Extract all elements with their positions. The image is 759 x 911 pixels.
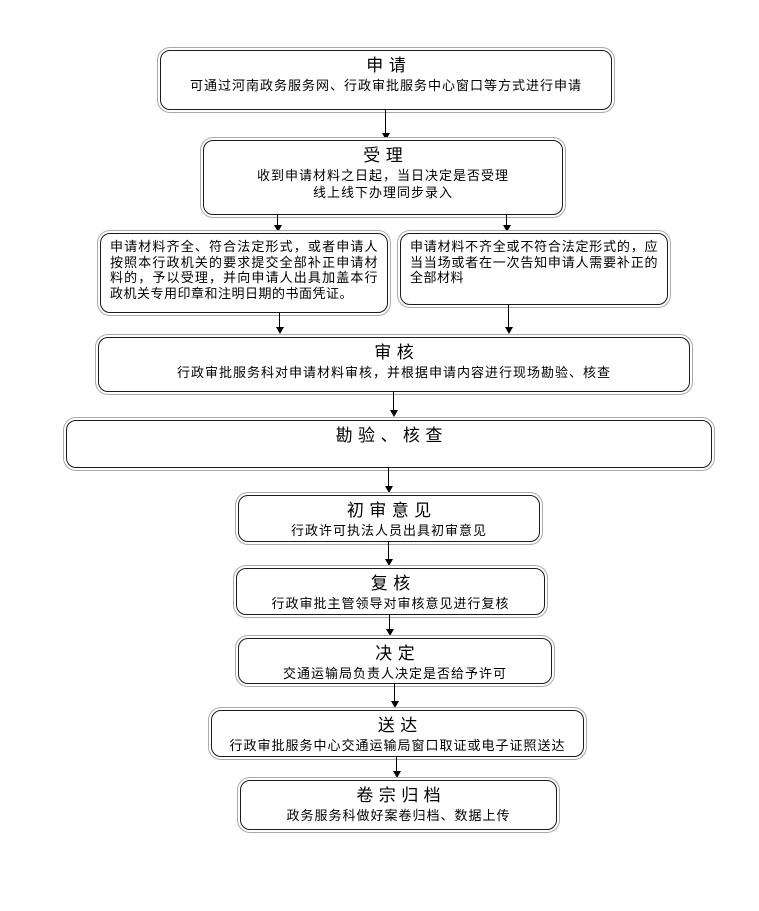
arrow-head-icon [273, 225, 282, 232]
node-archive-title: 卷宗归档 [356, 786, 447, 805]
flow-node-initial-opinion: 初审意见 行政许可执法人员出具初审意见 [238, 495, 540, 542]
node-initial-opinion-title: 初审意见 [346, 501, 437, 520]
flow-arrow-apply-accept [381, 110, 390, 140]
arrow-shaft [507, 305, 510, 327]
flow-node-materials-incomplete: 申请材料不齐全或不符合法定形式的，应当当场或者在一次告知申请人需要补正的全部材料 [400, 233, 668, 305]
node-accept-description-line1: 收到申请材料之日起，当日决定是否受理 [256, 168, 509, 183]
flow-arrow-inspect-initial [384, 468, 393, 493]
node-archive-description: 政务服务科做好案卷归档、数据上传 [286, 808, 511, 823]
flow-node-inspect: 勘验、核查 [66, 420, 712, 468]
arrow-shaft [387, 542, 390, 559]
node-delivery-description: 行政审批服务中心交通运输局窗口取证或电子证照送达 [229, 738, 566, 753]
flow-arrow-delivery-archive [392, 757, 401, 778]
arrow-shaft [276, 215, 279, 225]
flow-node-recheck: 复核 行政审批主管领导对审核意见进行复核 [236, 568, 545, 615]
flow-arrow-accept-complete [273, 215, 282, 232]
arrow-head-icon [392, 771, 401, 778]
node-materials-complete-text: 申请材料齐全、符合法定形式，或者申请人按照本行政机关的要求提交全部补正申请材料的… [110, 239, 378, 301]
flow-arrow-review-inspect [389, 392, 398, 417]
arrow-head-icon [504, 327, 513, 334]
node-decision-title: 决定 [375, 644, 421, 663]
node-decision-description: 交通运输局负责人决定是否给予许可 [282, 666, 507, 681]
flow-arrow-decision-delivery [390, 684, 399, 708]
flow-node-materials-complete: 申请材料齐全、符合法定形式，或者申请人按照本行政机关的要求提交全部补正申请材料的… [100, 233, 388, 313]
node-review-title: 审核 [374, 343, 420, 362]
arrow-shaft [392, 392, 395, 410]
arrow-shaft [387, 468, 390, 486]
node-accept-description-line2: 线上线下办理同步录入 [312, 185, 453, 200]
arrow-shaft [393, 684, 396, 701]
flow-node-decision: 决定 交通运输局负责人决定是否给予许可 [238, 638, 552, 684]
flow-node-accept: 受理 收到申请材料之日起，当日决定是否受理 线上线下办理同步录入 [203, 140, 563, 215]
node-accept-title: 受理 [363, 146, 409, 165]
arrow-shaft [388, 615, 391, 629]
flow-arrow-recheck-decision [385, 615, 394, 636]
flow-arrow-complete-review [275, 313, 284, 334]
node-apply-title: 申请 [366, 56, 412, 75]
node-initial-opinion-description: 行政许可执法人员出具初审意见 [290, 523, 487, 538]
node-apply-description: 可通过河南政务服务网、行政审批服务中心窗口等方式进行申请 [189, 78, 582, 93]
flow-node-delivery: 送达 行政审批服务中心交通运输局窗口取证或电子证照送达 [211, 710, 584, 757]
node-delivery-title: 送达 [377, 716, 423, 735]
flow-node-archive: 卷宗归档 政务服务科做好案卷归档、数据上传 [240, 780, 557, 830]
arrow-head-icon [384, 559, 393, 566]
arrow-shaft [505, 215, 508, 225]
flow-node-apply: 申请 可通过河南政务服务网、行政审批服务中心窗口等方式进行申请 [160, 50, 612, 110]
node-review-description: 行政审批服务科对申请材料审核，并根据申请内容进行现场勘验、核查 [176, 365, 611, 380]
flow-arrow-initial-recheck [384, 542, 393, 566]
flow-arrow-incomplete-review [504, 305, 513, 334]
arrow-shaft [278, 313, 281, 327]
arrow-head-icon [275, 327, 284, 334]
arrow-head-icon [389, 410, 398, 417]
node-recheck-title: 复核 [370, 574, 416, 593]
flow-arrow-accept-incomplete [502, 215, 511, 232]
arrow-head-icon [384, 486, 393, 493]
arrow-head-icon [390, 701, 399, 708]
arrow-head-icon [385, 629, 394, 636]
arrow-head-icon [381, 133, 390, 140]
arrow-shaft [384, 110, 387, 133]
arrow-head-icon [502, 225, 511, 232]
arrow-shaft [395, 757, 398, 771]
node-recheck-description: 行政审批主管领导对审核意见进行复核 [271, 596, 510, 611]
node-materials-incomplete-text: 申请材料不齐全或不符合法定形式的，应当当场或者在一次告知申请人需要补正的全部材料 [410, 239, 658, 285]
node-inspect-title: 勘验、核查 [335, 426, 448, 445]
flow-node-review: 审核 行政审批服务科对申请材料审核，并根据申请内容进行现场勘验、核查 [98, 337, 690, 392]
